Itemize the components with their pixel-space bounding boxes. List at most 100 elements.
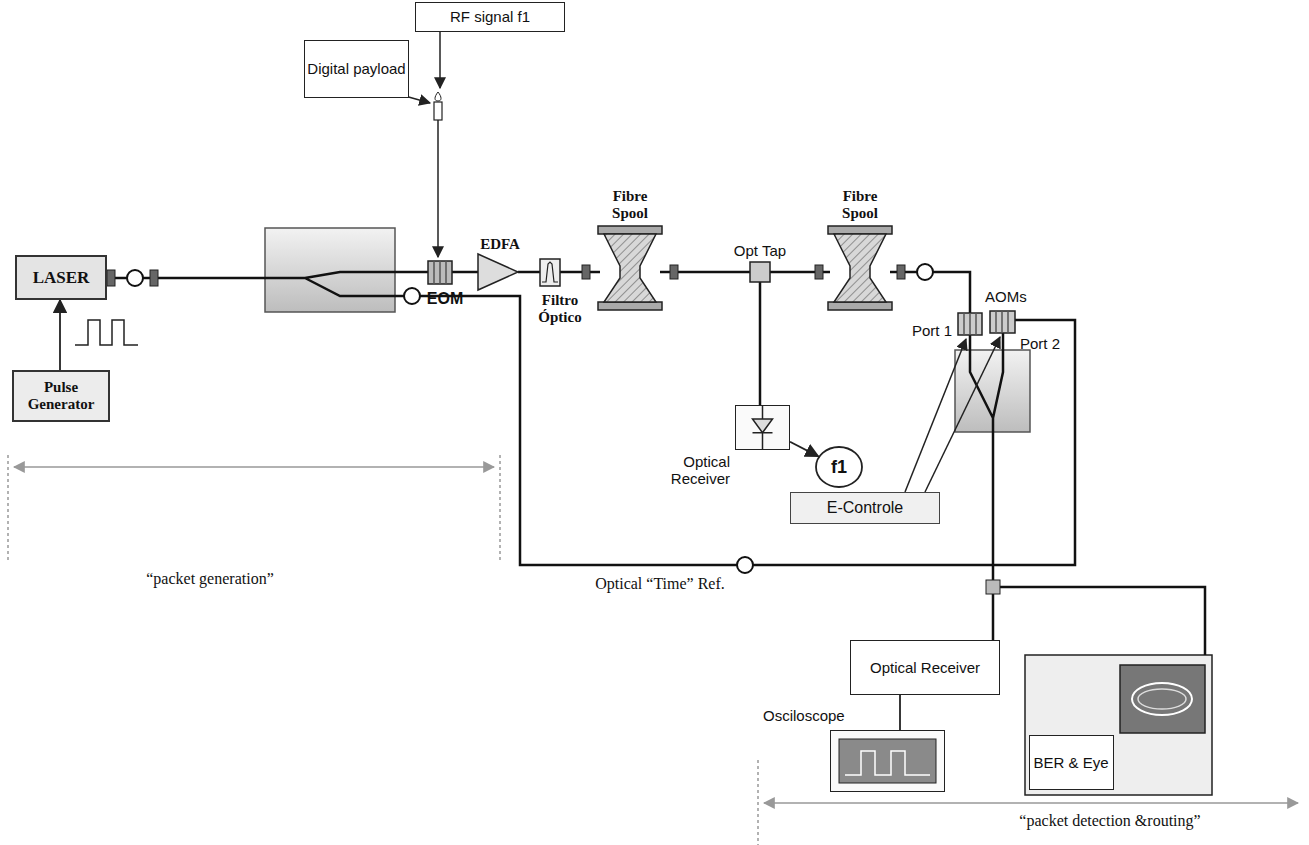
component-label: Fibre Spool [828, 188, 892, 222]
component-label: Fibre Spool [598, 188, 662, 222]
section-label: “packet detection &routing” [940, 812, 1280, 830]
aom [964, 313, 976, 335]
connector [790, 442, 818, 457]
fibre [970, 333, 1003, 432]
node-text: Pulse Generator [14, 379, 108, 413]
fibre [115, 272, 1205, 655]
mixer-symbol [434, 102, 442, 120]
fibre-connector [815, 265, 823, 279]
fibre-loop [737, 557, 753, 573]
fibre-loop [127, 264, 933, 573]
fibre-spool [828, 226, 892, 310]
fibre [759, 282, 762, 405]
fibre [265, 272, 395, 296]
controller-box: E-Controle [790, 492, 940, 524]
fibre-spool [598, 226, 662, 310]
node-text: Optical Receiver [656, 453, 730, 488]
aom [958, 311, 1015, 335]
aom [996, 311, 1008, 333]
oscilloscope: Osciloscope [830, 730, 945, 792]
component-label: EOM [410, 290, 480, 308]
fibre-connector [670, 265, 678, 279]
signal-arrow [437, 120, 439, 257]
optical-filter [540, 259, 560, 286]
ber-box: BER & Eye [1029, 735, 1114, 790]
ber-instrument [1025, 655, 1212, 795]
fibre-spool [834, 234, 886, 302]
signal-arrow [405, 32, 1000, 492]
component-label: EDFA [468, 236, 532, 253]
scope-shape [831, 731, 944, 791]
eom-modulator [434, 261, 446, 284]
pulse-waveform [75, 320, 138, 345]
section-bracket [8, 455, 758, 845]
port-label: Port 1 [895, 322, 952, 339]
eom-modulator [428, 261, 452, 284]
mixer-symbol [435, 92, 441, 101]
connector [59, 300, 61, 370]
ber-instrument [1132, 683, 1192, 715]
connector [899, 695, 901, 730]
edfa-amplifier [478, 254, 518, 290]
path-label: Optical “Time” Ref. [540, 575, 780, 593]
fibre-loop [917, 264, 933, 280]
component-label: AOMs [985, 288, 1045, 305]
circle-outline [816, 447, 862, 487]
ber-instrument [1025, 655, 1212, 795]
signal-arrow [439, 32, 441, 88]
fibre-connector [107, 265, 1000, 594]
optical-filter [542, 262, 558, 282]
node-text: Digital payload [307, 60, 405, 77]
fibre-spool [828, 302, 892, 310]
fibre-connector [986, 580, 1000, 594]
fibre [993, 432, 1205, 655]
diode-shape [736, 406, 789, 449]
component-label: Filtro Óptico [528, 292, 592, 326]
splitter [265, 228, 395, 312]
laser-box: LASER [15, 255, 107, 300]
node-text: BER & Eye [1033, 754, 1108, 771]
signal-source-box: RF signal f1 [415, 2, 565, 32]
aom [990, 311, 1015, 333]
aom [958, 313, 982, 335]
edfa-amplifier [478, 254, 518, 290]
fibre-connector [150, 270, 158, 286]
section-bracket [8, 455, 1298, 845]
fibre-loop [404, 288, 420, 304]
node-text: Optical Receiver [870, 659, 980, 676]
fibre-loop [127, 270, 143, 286]
node-text: RF signal f1 [450, 8, 530, 25]
node-text: Osciloscope [763, 707, 873, 724]
fibre-connector [582, 265, 590, 279]
optical-tap [750, 262, 770, 282]
frequency-circle: f1 [815, 446, 863, 488]
fibre-spool [598, 302, 662, 310]
section-label: “packet generation” [60, 570, 360, 588]
signal-arrow [925, 337, 1000, 492]
node-text: E-Controle [827, 499, 903, 517]
fibre-spool [604, 234, 656, 302]
ber-instrument [1120, 665, 1205, 733]
ber-instrument [1138, 689, 1186, 709]
component-label: Opt Tap [720, 242, 800, 259]
node-text: f1 [831, 457, 847, 478]
fibre-spool [598, 226, 662, 234]
pulse-generator-box: Pulse Generator [12, 370, 110, 422]
splitter [265, 228, 395, 312]
mixer-symbol [434, 92, 442, 120]
payload-box: Digital payload [304, 40, 409, 98]
port-label: Port 2 [1020, 335, 1072, 352]
fibre [395, 296, 1075, 565]
photodiode-receiver: Optical Receiver [735, 405, 790, 450]
optical-filter [540, 259, 560, 286]
node-text: LASER [33, 268, 90, 288]
diode-symbol [753, 406, 773, 449]
fibre-spool [828, 226, 892, 234]
section-bracket [14, 466, 494, 468]
section-bracket [764, 802, 1298, 804]
fibre-connector [897, 265, 905, 279]
scope-trace [845, 751, 930, 775]
